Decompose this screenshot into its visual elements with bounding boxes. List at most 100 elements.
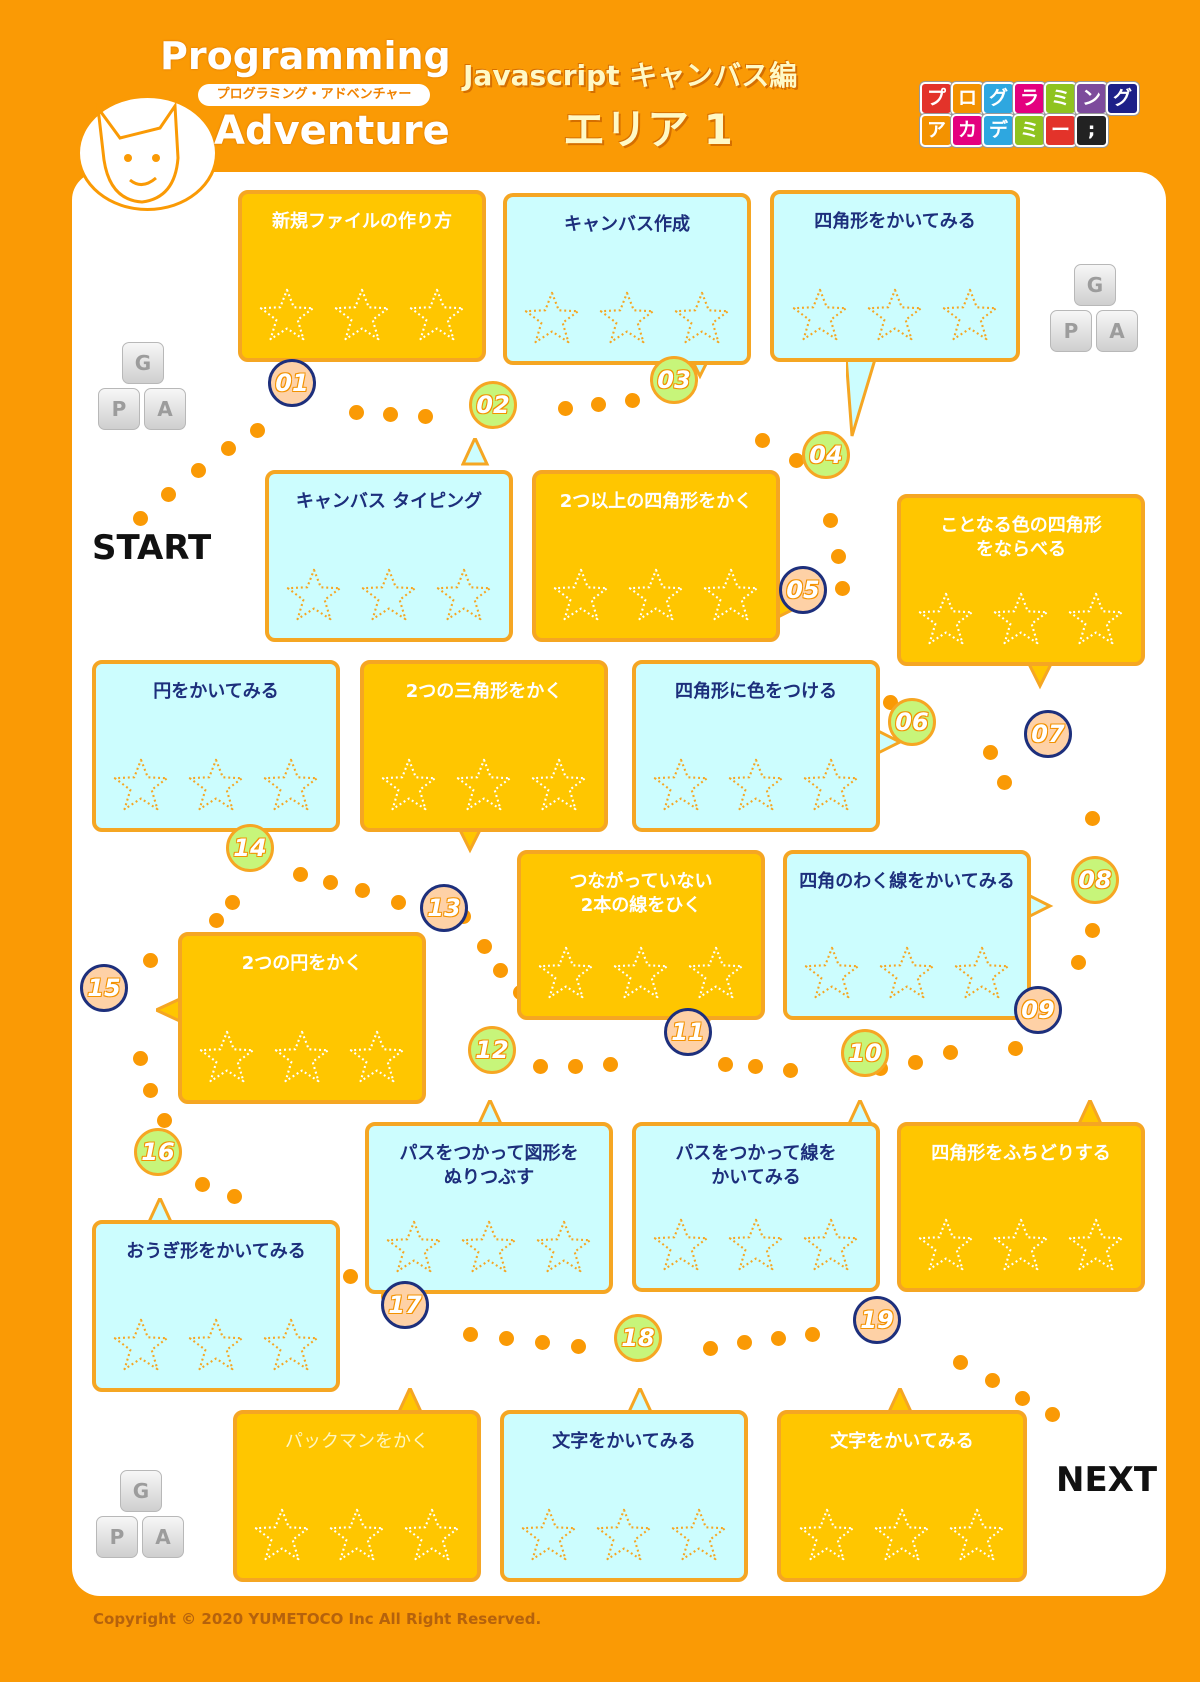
rating-star-icon[interactable] — [948, 1506, 1006, 1564]
rating-star-icon[interactable] — [798, 1506, 856, 1564]
rating-star-icon[interactable] — [348, 1028, 406, 1086]
rating-star-icon[interactable] — [595, 1506, 653, 1564]
lesson-card-15[interactable]: 四角形をふちどりする — [897, 1122, 1145, 1292]
rating-star-icon[interactable] — [1067, 590, 1125, 648]
rating-star-icon[interactable] — [460, 1218, 518, 1276]
rating-star-icon[interactable] — [403, 1506, 461, 1564]
rating-star-icon[interactable] — [727, 756, 785, 814]
step-marker-12[interactable]: 12 — [468, 1026, 516, 1074]
rating-star-icon[interactable] — [552, 566, 610, 624]
star-rating — [182, 1028, 422, 1086]
lesson-card-7[interactable]: 円をかいてみる — [92, 660, 340, 832]
rating-star-icon[interactable] — [360, 566, 418, 624]
rating-star-icon[interactable] — [385, 1218, 443, 1276]
step-marker-08[interactable]: 08 — [1071, 856, 1119, 904]
step-marker-18[interactable]: 18 — [614, 1314, 662, 1362]
rating-star-icon[interactable] — [803, 944, 861, 1002]
path-dot — [221, 441, 236, 456]
rating-star-icon[interactable] — [198, 1028, 256, 1086]
rating-star-icon[interactable] — [802, 756, 860, 814]
rating-star-icon[interactable] — [520, 1506, 578, 1564]
lesson-card-13[interactable]: パスをつかって図形を ぬりつぶす — [365, 1122, 613, 1294]
lesson-card-10[interactable]: つながっていない 2本の線をひく — [517, 850, 765, 1020]
academy-logo-letter: ミ — [1013, 114, 1046, 147]
lesson-card-18[interactable]: 文字をかいてみる — [500, 1410, 748, 1582]
rating-star-icon[interactable] — [652, 1216, 710, 1274]
step-marker-03[interactable]: 03 — [650, 356, 698, 404]
rating-star-icon[interactable] — [187, 1316, 245, 1374]
lesson-card-9[interactable]: 四角形に色をつける — [632, 660, 880, 832]
step-marker-11[interactable]: 11 — [664, 1008, 712, 1056]
lesson-card-14[interactable]: パスをつかって線を かいてみる — [632, 1122, 880, 1292]
rating-star-icon[interactable] — [187, 756, 245, 814]
rating-star-icon[interactable] — [673, 289, 731, 347]
lesson-card-5[interactable]: 2つ以上の四角形をかく — [532, 470, 780, 642]
step-marker-06[interactable]: 06 — [888, 698, 936, 746]
step-marker-04[interactable]: 04 — [802, 431, 850, 479]
lesson-card-1[interactable]: 新規ファイルの作り方 — [238, 190, 486, 362]
rating-star-icon[interactable] — [670, 1506, 728, 1564]
rating-star-icon[interactable] — [992, 1216, 1050, 1274]
rating-star-icon[interactable] — [802, 1216, 860, 1274]
rating-star-icon[interactable] — [598, 289, 656, 347]
rating-star-icon[interactable] — [873, 1506, 931, 1564]
rating-star-icon[interactable] — [455, 756, 513, 814]
lesson-card-2[interactable]: キャンバス作成 — [503, 193, 751, 365]
lesson-card-6[interactable]: ことなる色の四角形 をならべる — [897, 494, 1145, 666]
rating-star-icon[interactable] — [258, 286, 316, 344]
rating-star-icon[interactable] — [112, 756, 170, 814]
rating-star-icon[interactable] — [917, 1216, 975, 1274]
lesson-card-3[interactable]: 四角形をかいてみる — [770, 190, 1020, 362]
rating-star-icon[interactable] — [992, 590, 1050, 648]
step-marker-19[interactable]: 19 — [853, 1296, 901, 1344]
lesson-card-4[interactable]: キャンバス タイピング — [265, 470, 513, 642]
lesson-card-16[interactable]: おうぎ形をかいてみる — [92, 1220, 340, 1392]
rating-star-icon[interactable] — [262, 1316, 320, 1374]
step-marker-16[interactable]: 16 — [134, 1128, 182, 1176]
step-marker-09[interactable]: 09 — [1014, 986, 1062, 1034]
rating-star-icon[interactable] — [627, 566, 685, 624]
rating-star-icon[interactable] — [285, 566, 343, 624]
rating-star-icon[interactable] — [612, 944, 670, 1002]
step-marker-02[interactable]: 02 — [469, 381, 517, 429]
key-p: P — [1050, 310, 1092, 352]
rating-star-icon[interactable] — [112, 1316, 170, 1374]
rating-star-icon[interactable] — [380, 756, 438, 814]
rating-star-icon[interactable] — [1067, 1216, 1125, 1274]
rating-star-icon[interactable] — [702, 566, 760, 624]
rating-star-icon[interactable] — [652, 756, 710, 814]
step-marker-15[interactable]: 15 — [80, 964, 128, 1012]
step-marker-05[interactable]: 05 — [779, 566, 827, 614]
lesson-card-17[interactable]: パックマンをかく — [233, 1410, 481, 1582]
rating-star-icon[interactable] — [262, 756, 320, 814]
rating-star-icon[interactable] — [523, 289, 581, 347]
lesson-card-8[interactable]: 2つの三角形をかく — [360, 660, 608, 832]
rating-star-icon[interactable] — [537, 944, 595, 1002]
rating-star-icon[interactable] — [530, 756, 588, 814]
rating-star-icon[interactable] — [866, 286, 924, 344]
rating-star-icon[interactable] — [328, 1506, 386, 1564]
rating-star-icon[interactable] — [791, 286, 849, 344]
rating-star-icon[interactable] — [273, 1028, 331, 1086]
rating-star-icon[interactable] — [535, 1218, 593, 1276]
rating-star-icon[interactable] — [727, 1216, 785, 1274]
rating-star-icon[interactable] — [333, 286, 391, 344]
rating-star-icon[interactable] — [878, 944, 936, 1002]
key-a: A — [142, 1516, 184, 1558]
step-marker-17[interactable]: 17 — [381, 1281, 429, 1329]
rating-star-icon[interactable] — [953, 944, 1011, 1002]
rating-star-icon[interactable] — [917, 590, 975, 648]
lesson-card-19[interactable]: 文字をかいてみる — [777, 1410, 1027, 1582]
lesson-card-11[interactable]: 四角のわく線をかいてみる — [783, 850, 1031, 1020]
rating-star-icon[interactable] — [408, 286, 466, 344]
step-marker-07[interactable]: 07 — [1024, 710, 1072, 758]
step-marker-13[interactable]: 13 — [420, 884, 468, 932]
rating-star-icon[interactable] — [941, 286, 999, 344]
step-marker-14[interactable]: 14 — [226, 824, 274, 872]
step-marker-10[interactable]: 10 — [841, 1029, 889, 1077]
rating-star-icon[interactable] — [435, 566, 493, 624]
lesson-card-12[interactable]: 2つの円をかく — [178, 932, 426, 1104]
rating-star-icon[interactable] — [253, 1506, 311, 1564]
rating-star-icon[interactable] — [687, 944, 745, 1002]
step-marker-01[interactable]: 01 — [268, 359, 316, 407]
